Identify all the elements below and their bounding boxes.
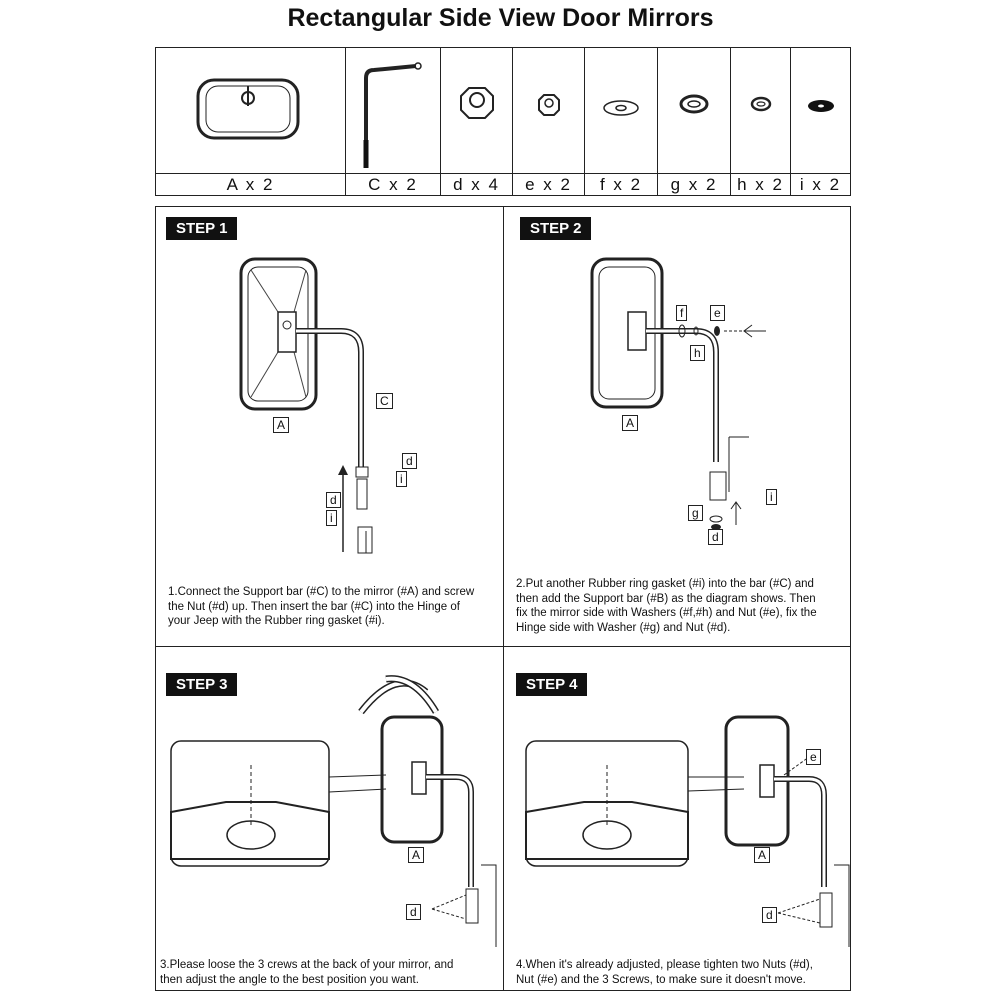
part-tag: e xyxy=(806,749,821,765)
part-cell-c xyxy=(346,48,441,173)
step-2-diagram xyxy=(590,257,766,530)
part-cell-i xyxy=(791,48,850,173)
part-tag: d xyxy=(708,529,723,545)
small-nut-icon xyxy=(538,94,560,116)
parts-table: A x 2 C x 2 d x 4 e x 2 f x 2 g x 2 h x … xyxy=(155,47,851,196)
part-label: e x 2 xyxy=(513,173,585,195)
step-1-panel: STEP 1 C A d i d i 1.Connect the Support… xyxy=(155,206,504,647)
part-cell-g xyxy=(658,48,731,173)
page-title: Rectangular Side View Door Mirrors xyxy=(287,4,714,32)
rubber-gasket-icon xyxy=(808,100,834,112)
step-1-diagram xyxy=(239,257,373,554)
part-tag: i xyxy=(396,471,407,487)
spring-washer-icon xyxy=(679,94,709,114)
part-cell-d xyxy=(441,48,513,173)
part-tag: g xyxy=(688,505,703,521)
support-bar-icon xyxy=(363,62,422,168)
step-caption: 3.Please loose the 3 crews at the back o… xyxy=(160,959,454,986)
part-tag: A xyxy=(754,847,771,863)
part-cell-f xyxy=(585,48,658,173)
step-3-panel: STEP 3 A d 3.Please loose the 3 crews at… xyxy=(155,646,504,991)
mirror-part-icon xyxy=(196,78,300,140)
large-nut-icon xyxy=(460,87,494,119)
step-badge: STEP 4 xyxy=(516,673,588,696)
part-tag: i xyxy=(766,489,777,505)
part-tag: d xyxy=(402,453,417,469)
part-label: i x 2 xyxy=(791,173,850,195)
part-tag: f xyxy=(676,305,688,321)
part-cell-a xyxy=(156,48,346,173)
step-badge: STEP 3 xyxy=(166,673,238,696)
part-label: f x 2 xyxy=(585,173,658,195)
part-label: g x 2 xyxy=(658,173,731,195)
step-3-diagram xyxy=(170,675,497,947)
part-tag: A xyxy=(273,417,290,433)
step-badge: STEP 1 xyxy=(166,217,238,240)
part-tag: A xyxy=(622,415,639,431)
flat-washer-icon xyxy=(603,100,639,116)
step-4-panel: STEP 4 e A d 4.When it's already adjuste… xyxy=(503,646,851,991)
part-tag: e xyxy=(710,305,725,321)
step-4-diagram xyxy=(525,715,850,947)
part-tag: i xyxy=(326,510,337,526)
part-cell-h xyxy=(731,48,791,173)
step-caption: 4.When it's already adjusted, please tig… xyxy=(516,959,813,986)
part-tag: d xyxy=(406,904,421,920)
part-label: h x 2 xyxy=(731,173,791,195)
small-spring-washer-icon xyxy=(750,96,772,112)
part-tag: A xyxy=(408,847,425,863)
step-2-panel: STEP 2 f e h A i g d 2.Put another Rubbe… xyxy=(503,206,851,647)
step-caption: 2.Put another Rubber ring gasket (#i) in… xyxy=(516,578,817,634)
part-label: A x 2 xyxy=(156,173,346,195)
part-cell-e xyxy=(513,48,585,173)
part-tag: C xyxy=(376,393,393,409)
part-tag: d xyxy=(762,907,777,923)
step-badge: STEP 2 xyxy=(520,217,592,240)
part-label: d x 4 xyxy=(441,173,513,195)
part-tag: d xyxy=(326,492,341,508)
part-label: C x 2 xyxy=(346,173,441,195)
step-caption: 1.Connect the Support bar (#C) to the mi… xyxy=(168,586,475,627)
part-tag: h xyxy=(690,345,705,361)
